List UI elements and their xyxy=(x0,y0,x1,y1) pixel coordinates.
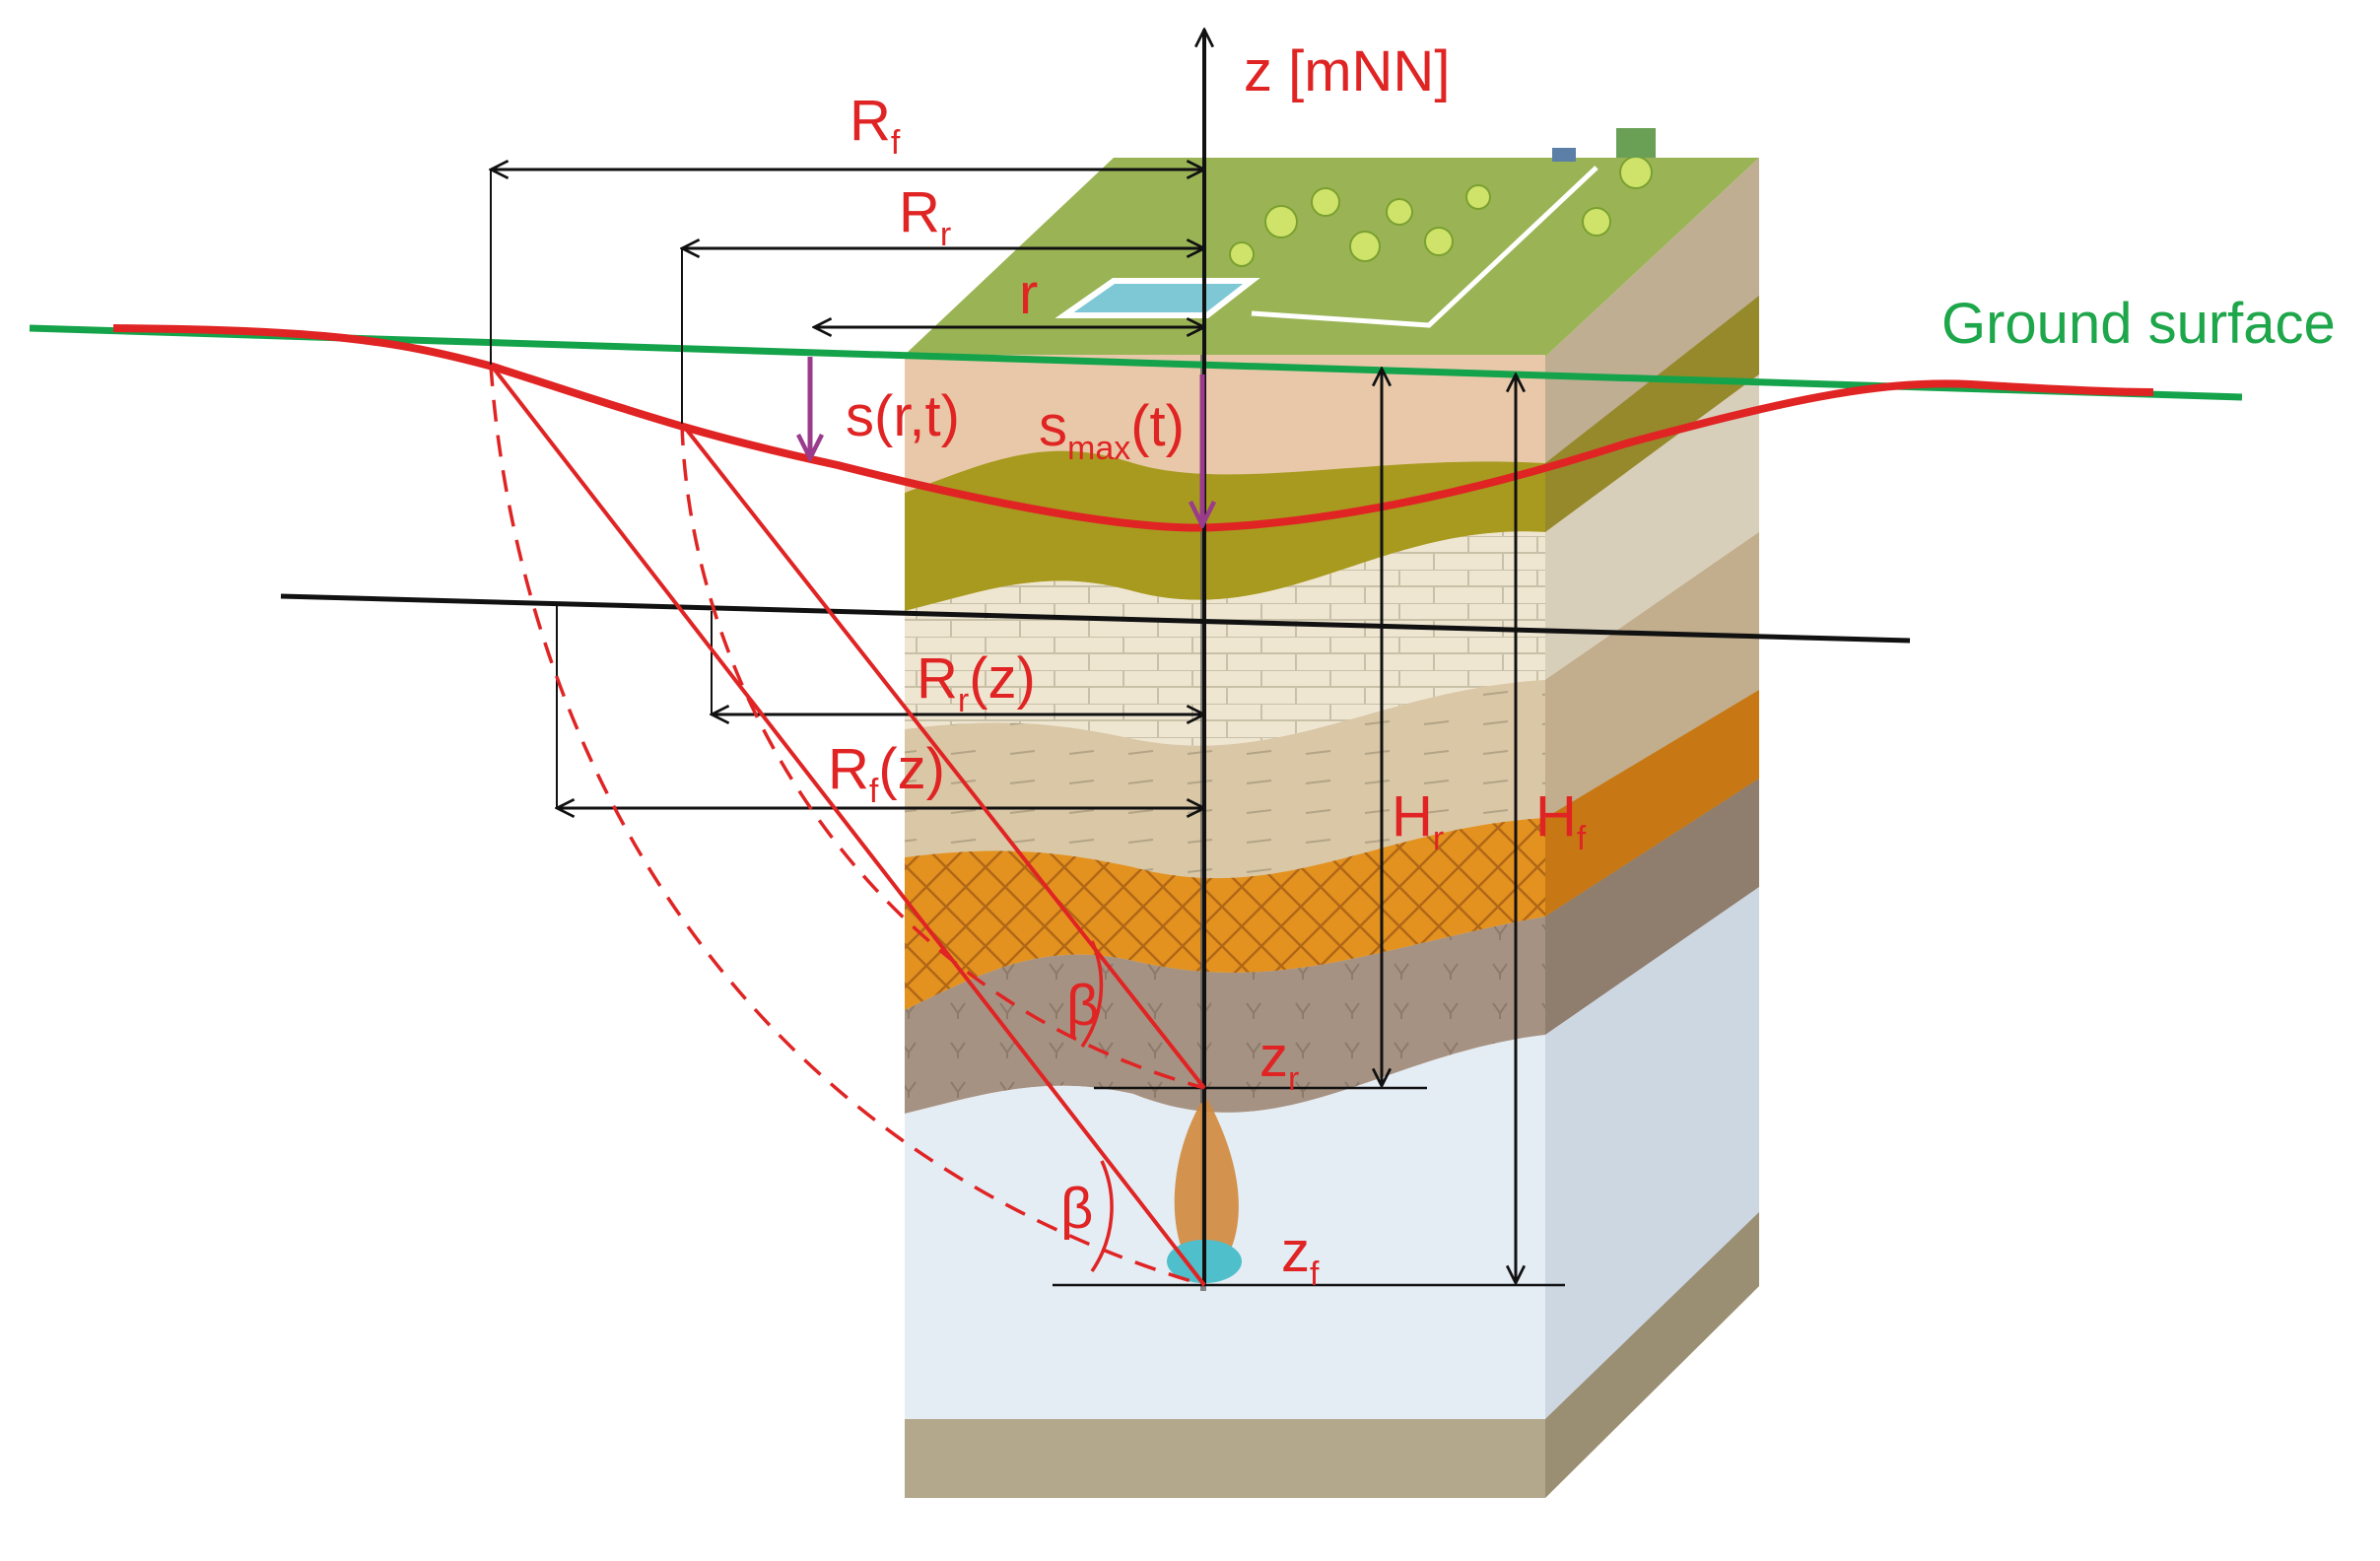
rr-label: Rr xyxy=(899,180,951,253)
right-face-limestone xyxy=(1545,374,1759,680)
beta-arc-lower xyxy=(1090,1160,1114,1272)
ground-surface-label: Ground surface xyxy=(1941,292,2336,356)
right-face-sand xyxy=(1545,532,1759,818)
building xyxy=(1552,128,1656,162)
rr-influence-curve xyxy=(680,423,1205,1090)
right-face-base xyxy=(1545,1212,1759,1498)
rf-label: Rf xyxy=(850,89,901,162)
zr-label: zr xyxy=(1259,1025,1299,1098)
fracture-plume xyxy=(1174,1099,1239,1262)
z-axis-label: z [mNN] xyxy=(1244,39,1450,103)
rr-z-label: Rr(z) xyxy=(917,646,1036,719)
soil-block xyxy=(905,128,1759,1498)
rf-influence-curve xyxy=(489,364,1205,1287)
r-label: r xyxy=(1019,262,1038,326)
reference-line xyxy=(280,593,1911,644)
zf-label: zf xyxy=(1281,1220,1320,1293)
right-face-reservoir xyxy=(1545,887,1759,1419)
hr-label: Hr xyxy=(1392,784,1444,857)
rf-influence-line xyxy=(489,363,1206,1287)
rf-z-label: Rf(z) xyxy=(828,737,945,810)
pipeline xyxy=(1251,166,1598,328)
right-face-olive xyxy=(1545,296,1759,532)
beta-upper-label: β xyxy=(1066,974,1099,1038)
s-rt-label: s(r,t) xyxy=(846,384,960,448)
s-max-label: smax(t) xyxy=(1039,394,1185,467)
beta-arc-upper xyxy=(1080,940,1104,1048)
hf-label: Hf xyxy=(1535,784,1587,857)
right-face-mudstone xyxy=(1545,779,1759,1035)
beta-lower-label: β xyxy=(1060,1177,1093,1241)
rr-influence-line xyxy=(680,422,1206,1090)
right-face-orange xyxy=(1545,690,1759,916)
layer-base xyxy=(905,1419,1545,1498)
